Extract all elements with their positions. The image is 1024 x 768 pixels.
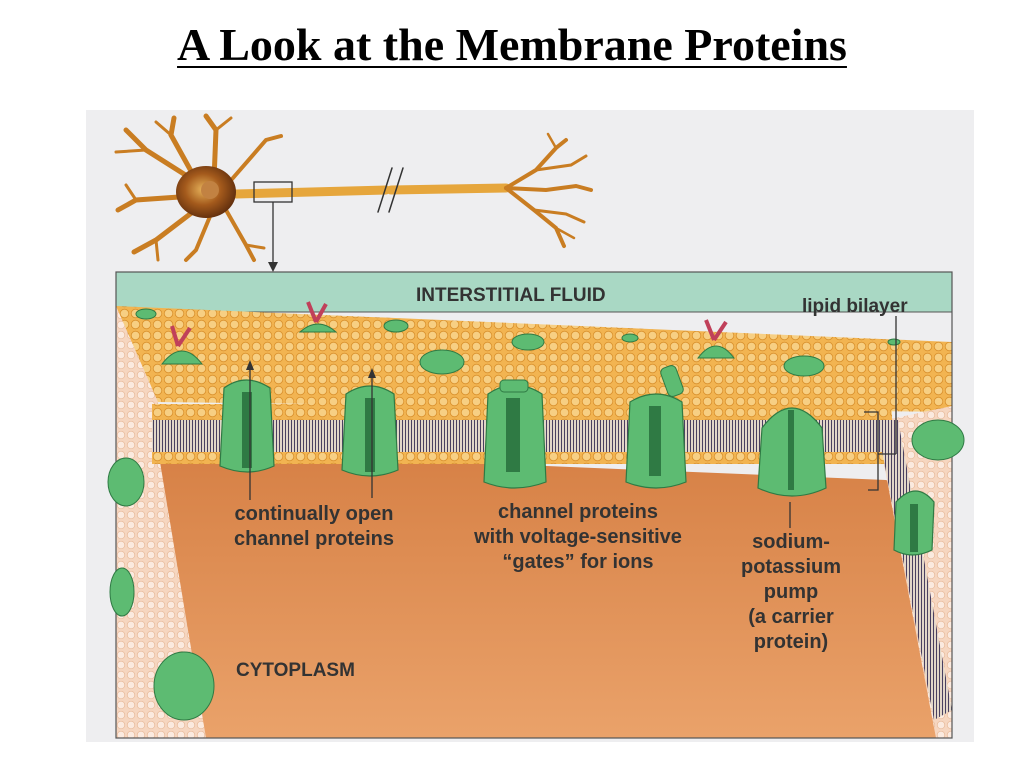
- edge-carrier-protein: [893, 490, 935, 556]
- membrane-diagram: INTERSTITIAL FLUID lipid bilayer CYTOPLA…: [86, 110, 974, 742]
- zoom-arrowhead: [268, 262, 278, 272]
- neuron-nucleus: [201, 181, 219, 199]
- bilayer-bracket: [864, 411, 879, 491]
- sodium-potassium-pump-protein: [757, 407, 827, 497]
- label-line: potassium: [740, 556, 842, 578]
- label-line: continually open: [234, 503, 394, 525]
- label-interstitial-fluid: INTERSTITIAL FLUID: [416, 285, 606, 306]
- gated-channel-protein-1: [483, 379, 547, 489]
- label-line: pump: [763, 581, 819, 603]
- label-voltage-gated-channels: channel proteins with voltage-sensitive …: [454, 500, 702, 575]
- label-sodium-potassium-pump: sodium- potassium pump (a carrier protei…: [726, 530, 856, 655]
- label-cytoplasm: CYTOPLASM: [236, 660, 355, 681]
- label-line: (a carrier: [748, 606, 834, 628]
- open-channel-protein-1: [219, 379, 275, 473]
- label-line: with voltage-sensitive: [474, 526, 682, 548]
- label-lipid-bilayer: lipid bilayer: [802, 296, 908, 317]
- label-continually-open-channels: continually open channel proteins: [214, 502, 414, 552]
- surface-proteins: [107, 301, 965, 721]
- label-line: channel proteins: [233, 528, 395, 550]
- label-line: “gates” for ions: [502, 551, 654, 573]
- neuron-illustration: [114, 113, 593, 262]
- diagram-graphic: [107, 113, 965, 739]
- ion-flow-arrowhead-1: [246, 360, 254, 370]
- gated-channel-protein-2: [625, 365, 687, 489]
- label-line: channel proteins: [497, 501, 659, 523]
- ion-flow-arrowhead-2: [368, 368, 376, 378]
- label-line: protein): [753, 631, 829, 653]
- open-channel-protein-2: [341, 385, 399, 477]
- label-line: sodium-: [752, 531, 830, 553]
- page-title: A Look at the Membrane Proteins: [177, 19, 847, 70]
